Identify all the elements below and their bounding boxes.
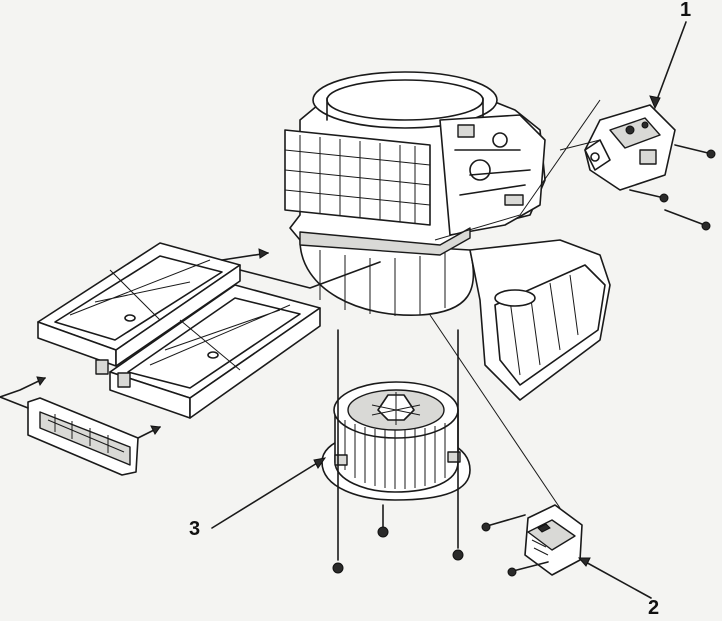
fan-screws (332, 329, 464, 574)
callout-label-2: 2 (648, 597, 660, 619)
callout-label-1: 1 (680, 0, 692, 21)
actuator-motor (584, 104, 676, 191)
resistor-screws (481, 514, 549, 577)
filter-housing (37, 242, 321, 419)
blower-fan (321, 381, 471, 501)
assembly-arrows (0, 248, 381, 439)
callout-label-3: 3 (189, 518, 201, 540)
blower-resistor (524, 504, 583, 576)
blower-housing (284, 71, 611, 401)
filter-cover (27, 397, 139, 476)
actuator-screws (629, 144, 716, 231)
leader-lines (211, 21, 687, 599)
